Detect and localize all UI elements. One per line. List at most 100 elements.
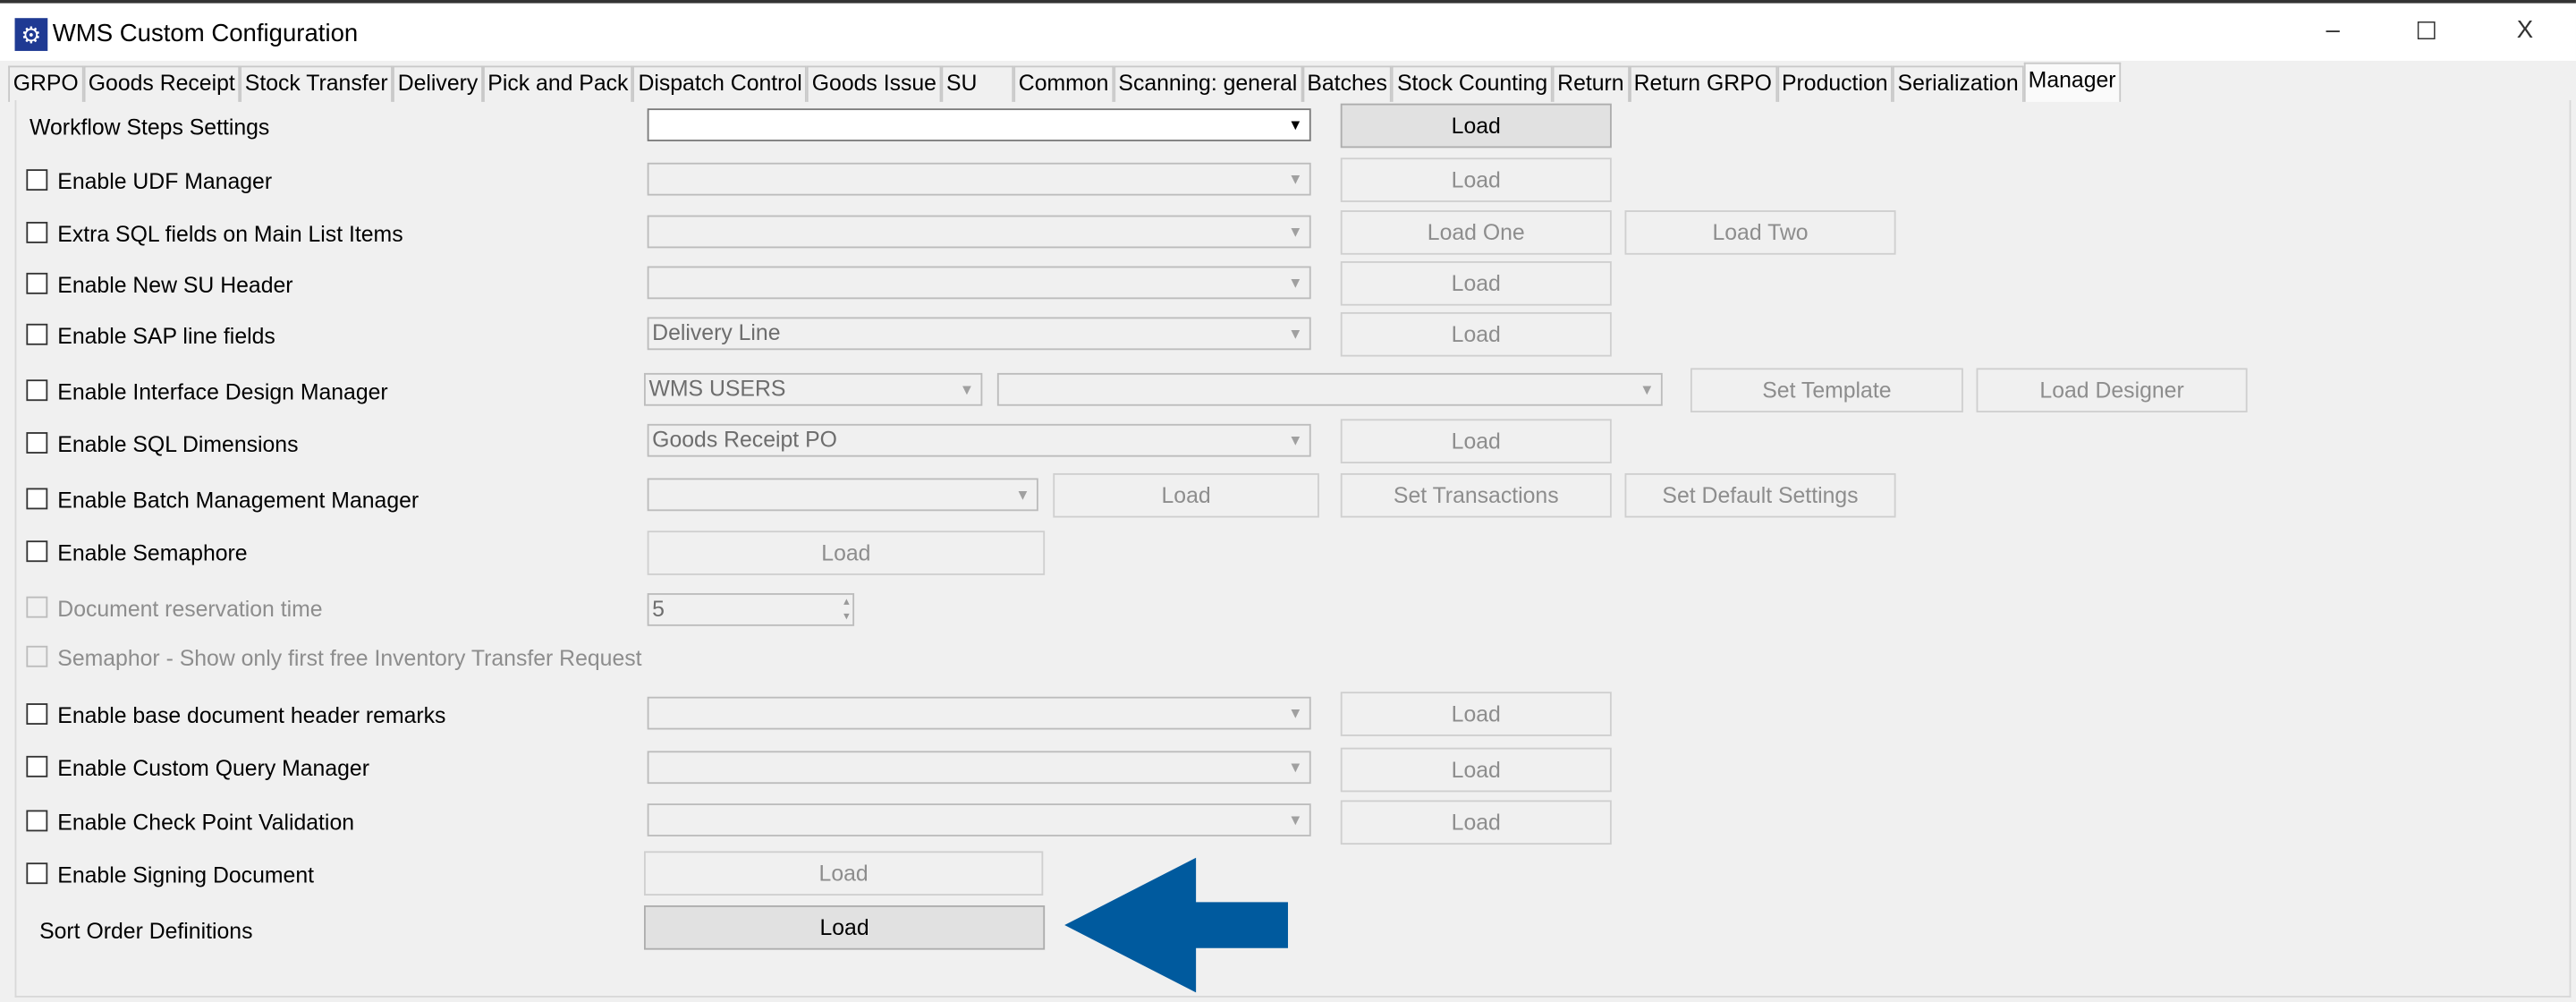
semaphore-label: Enable Semaphore bbox=[57, 540, 248, 565]
interface-user-combo-value: WMS USERS bbox=[648, 376, 786, 402]
tab-common[interactable]: Common bbox=[1013, 65, 1114, 102]
base-doc-remarks-checkbox[interactable] bbox=[26, 703, 48, 725]
udf-combo[interactable]: ▼ bbox=[647, 162, 1311, 196]
doc-reservation-value: 5 bbox=[652, 596, 665, 622]
semaphor-first-checkbox[interactable] bbox=[26, 645, 48, 667]
sap-line-combo-value: Delivery Line bbox=[652, 320, 781, 345]
maximize-button[interactable]: ☐ bbox=[2415, 18, 2438, 47]
udf-label: Enable UDF Manager bbox=[57, 169, 273, 194]
tab-pick-and-pack[interactable]: Pick and Pack bbox=[482, 65, 633, 102]
sap-line-label: Enable SAP line fields bbox=[57, 323, 275, 349]
tab-delivery[interactable]: Delivery bbox=[393, 65, 483, 102]
load-two-button[interactable]: Load Two bbox=[1624, 210, 1896, 255]
sap-line-combo[interactable]: Delivery Line ▼ bbox=[647, 317, 1311, 351]
set-default-settings-button[interactable]: Set Default Settings bbox=[1624, 472, 1896, 518]
tab-goods-issue[interactable]: Goods Issue bbox=[807, 65, 942, 102]
set-template-button[interactable]: Set Template bbox=[1690, 368, 1963, 413]
spinner-arrows-icon: ▴▾ bbox=[843, 596, 850, 624]
tab-scanning-general[interactable]: Scanning: general bbox=[1113, 65, 1302, 102]
extra-sql-checkbox[interactable] bbox=[26, 221, 48, 243]
chevron-down-icon: ▼ bbox=[1015, 486, 1030, 504]
tab-stock-counting[interactable]: Stock Counting bbox=[1392, 65, 1553, 102]
interface-template-combo[interactable]: ▼ bbox=[996, 372, 1663, 406]
udf-load-button[interactable]: Load bbox=[1340, 157, 1612, 202]
tab-goods-receipt[interactable]: Goods Receipt bbox=[83, 65, 241, 102]
chevron-down-icon: ▼ bbox=[1288, 759, 1303, 776]
udf-checkbox[interactable] bbox=[26, 169, 48, 191]
chevron-down-icon: ▼ bbox=[1288, 432, 1303, 449]
chevron-down-icon: ▼ bbox=[1640, 381, 1655, 398]
custom-query-label: Enable Custom Query Manager bbox=[57, 755, 369, 781]
sql-dimensions-checkbox[interactable] bbox=[26, 432, 48, 454]
sap-line-load-button[interactable]: Load bbox=[1340, 311, 1612, 357]
workflow-combo[interactable]: ▼ bbox=[647, 108, 1311, 141]
base-doc-load-button[interactable]: Load bbox=[1340, 692, 1612, 736]
tab-stock-transfer[interactable]: Stock Transfer bbox=[240, 65, 394, 102]
base-doc-remarks-combo[interactable]: ▼ bbox=[647, 696, 1311, 730]
custom-query-checkbox[interactable] bbox=[26, 755, 48, 777]
base-doc-remarks-label: Enable base document header remarks bbox=[57, 703, 446, 728]
check-point-combo[interactable]: ▼ bbox=[647, 803, 1311, 836]
chevron-down-icon: ▼ bbox=[1288, 116, 1303, 133]
workflow-load-button[interactable]: Load bbox=[1340, 103, 1612, 149]
tab-return-grpo[interactable]: Return GRPO bbox=[1629, 65, 1777, 102]
check-point-checkbox[interactable] bbox=[26, 810, 48, 832]
workflow-label: Workflow Steps Settings bbox=[30, 115, 270, 140]
signing-document-label: Enable Signing Document bbox=[57, 862, 315, 887]
sql-dimensions-combo[interactable]: Goods Receipt PO ▼ bbox=[647, 423, 1311, 457]
sql-dimensions-combo-value: Goods Receipt PO bbox=[652, 427, 837, 453]
interface-design-checkbox[interactable] bbox=[26, 379, 48, 402]
tab-production[interactable]: Production bbox=[1776, 65, 1894, 102]
extra-sql-combo[interactable]: ▼ bbox=[647, 215, 1311, 249]
doc-reservation-checkbox[interactable] bbox=[26, 596, 48, 618]
check-point-load-button[interactable]: Load bbox=[1340, 800, 1612, 845]
batch-management-checkbox[interactable] bbox=[26, 488, 48, 510]
chevron-down-icon: ▼ bbox=[1288, 171, 1303, 188]
chevron-down-icon: ▼ bbox=[1288, 704, 1303, 722]
manager-panel bbox=[14, 100, 2572, 998]
sort-order-load-button[interactable]: Load bbox=[643, 905, 1046, 950]
doc-reservation-spinner[interactable]: 5 ▴▾ bbox=[647, 593, 855, 626]
semaphore-checkbox[interactable] bbox=[26, 540, 48, 563]
signing-load-button[interactable]: Load bbox=[643, 851, 1044, 896]
close-button[interactable]: X bbox=[2516, 16, 2534, 45]
tab-strip: GRPO Goods Receipt Stock Transfer Delive… bbox=[8, 62, 2122, 102]
chevron-down-icon: ▼ bbox=[959, 381, 975, 398]
title-bar: ⚙ WMS Custom Configuration – ☐ X bbox=[0, 3, 2576, 61]
sap-line-checkbox[interactable] bbox=[26, 323, 48, 345]
tab-return[interactable]: Return bbox=[1552, 65, 1630, 102]
interface-user-combo[interactable]: WMS USERS ▼ bbox=[643, 372, 983, 406]
window-title: WMS Custom Configuration bbox=[52, 20, 359, 48]
chevron-down-icon: ▼ bbox=[1288, 325, 1303, 343]
gears-icon: ⚙ bbox=[14, 18, 48, 51]
new-su-checkbox[interactable] bbox=[26, 272, 48, 294]
tab-serialization[interactable]: Serialization bbox=[1893, 65, 2024, 102]
chevron-down-icon: ▼ bbox=[1288, 223, 1303, 241]
tab-grpo[interactable]: GRPO bbox=[8, 65, 84, 102]
custom-query-load-button[interactable]: Load bbox=[1340, 747, 1612, 793]
custom-query-combo[interactable]: ▼ bbox=[647, 751, 1311, 785]
set-transactions-button[interactable]: Set Transactions bbox=[1340, 472, 1612, 518]
new-su-combo[interactable]: ▼ bbox=[647, 266, 1311, 300]
new-su-load-button[interactable]: Load bbox=[1340, 261, 1612, 306]
extra-sql-label: Extra SQL fields on Main List Items bbox=[57, 221, 403, 247]
batch-load-button[interactable]: Load bbox=[1053, 472, 1319, 518]
tab-manager[interactable]: Manager bbox=[2023, 62, 2122, 102]
signing-document-checkbox[interactable] bbox=[26, 862, 48, 885]
tab-su[interactable]: SU bbox=[941, 65, 1014, 102]
sql-dimensions-label: Enable SQL Dimensions bbox=[57, 432, 299, 457]
semaphor-first-label: Semaphor - Show only first free Inventor… bbox=[57, 645, 642, 671]
tab-batches[interactable]: Batches bbox=[1301, 65, 1393, 102]
sql-dimensions-load-button[interactable]: Load bbox=[1340, 419, 1612, 463]
load-one-button[interactable]: Load One bbox=[1340, 210, 1612, 255]
load-designer-button[interactable]: Load Designer bbox=[1976, 368, 2248, 413]
semaphore-load-button[interactable]: Load bbox=[647, 531, 1046, 575]
sort-order-label: Sort Order Definitions bbox=[39, 918, 253, 944]
batch-management-combo[interactable]: ▼ bbox=[647, 478, 1038, 512]
minimize-button[interactable]: – bbox=[2326, 16, 2340, 45]
tab-dispatch-control[interactable]: Dispatch Control bbox=[632, 65, 808, 102]
interface-design-label: Enable Interface Design Manager bbox=[57, 379, 388, 404]
chevron-down-icon: ▼ bbox=[1288, 274, 1303, 292]
new-su-label: Enable New SU Header bbox=[57, 272, 293, 298]
